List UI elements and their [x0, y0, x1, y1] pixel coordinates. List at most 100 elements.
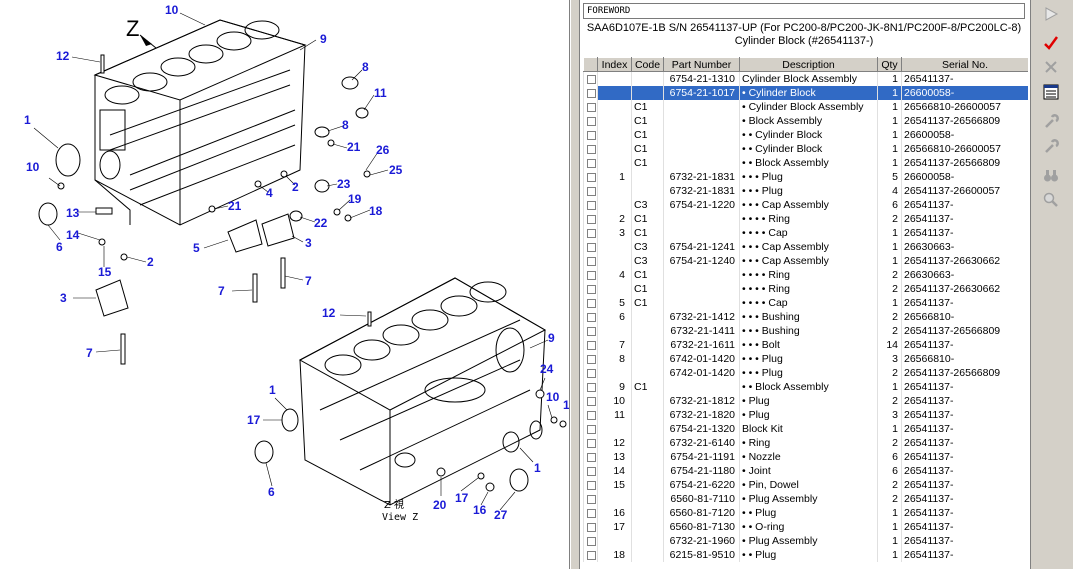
callout-number[interactable]: 12: [322, 306, 336, 320]
callout-number[interactable]: 5: [193, 241, 200, 255]
callout-number[interactable]: 8: [362, 60, 369, 74]
row-checkbox[interactable]: [583, 240, 598, 254]
row-checkbox[interactable]: [583, 128, 598, 142]
callout-number[interactable]: 19: [348, 192, 362, 206]
checkbox[interactable]: [587, 186, 596, 196]
callout-number[interactable]: 1: [269, 383, 276, 397]
checkbox[interactable]: [587, 522, 596, 532]
checkbox[interactable]: [587, 382, 596, 392]
checkbox[interactable]: [587, 102, 596, 112]
column-header-part-number[interactable]: Part Number: [663, 57, 740, 72]
row-checkbox[interactable]: [583, 492, 598, 506]
callout-number[interactable]: 17: [247, 413, 261, 427]
callout-number[interactable]: 6: [56, 240, 63, 254]
column-header-index[interactable]: Index: [597, 57, 632, 72]
checkbox[interactable]: [587, 88, 596, 98]
close-button[interactable]: [1037, 57, 1065, 77]
checkbox[interactable]: [587, 494, 596, 504]
checkbox[interactable]: [587, 438, 596, 448]
callout-number[interactable]: 7: [218, 284, 225, 298]
tool-button-2[interactable]: [1037, 137, 1065, 157]
tool-button-1[interactable]: [1037, 112, 1065, 132]
callout-number[interactable]: 4: [266, 186, 273, 200]
row-checkbox[interactable]: [583, 436, 598, 450]
checkbox[interactable]: [587, 396, 596, 406]
callout-number[interactable]: 15: [98, 265, 112, 279]
row-checkbox[interactable]: [583, 282, 598, 296]
row-checkbox[interactable]: [583, 464, 598, 478]
checkbox-column-header[interactable]: [583, 57, 598, 72]
checkbox[interactable]: [587, 270, 596, 280]
row-checkbox[interactable]: [583, 338, 598, 352]
row-checkbox[interactable]: [583, 226, 598, 240]
callout-number[interactable]: 8: [342, 118, 349, 132]
callout-number[interactable]: 7: [86, 346, 93, 360]
callout-number[interactable]: 18: [369, 204, 383, 218]
callout-number[interactable]: 2: [292, 180, 299, 194]
list-button[interactable]: [1037, 82, 1065, 102]
row-checkbox[interactable]: [583, 352, 598, 366]
callout-number[interactable]: 9: [548, 331, 555, 345]
column-header-code[interactable]: Code: [631, 57, 664, 72]
callout-number[interactable]: 10: [165, 3, 179, 17]
zoom-button[interactable]: [1037, 190, 1065, 210]
checkbox[interactable]: [587, 172, 596, 182]
checkbox[interactable]: [587, 340, 596, 350]
callout-number[interactable]: 21: [228, 199, 242, 213]
row-checkbox[interactable]: [583, 548, 598, 562]
row-checkbox[interactable]: [583, 310, 598, 324]
row-checkbox[interactable]: [583, 324, 598, 338]
row-checkbox[interactable]: [583, 268, 598, 282]
parts-table-container[interactable]: Index Code Part Number Description Qty S…: [583, 57, 1028, 569]
callout-number[interactable]: 2: [147, 255, 154, 269]
checkbox[interactable]: [587, 284, 596, 294]
checkbox[interactable]: [587, 452, 596, 462]
row-checkbox[interactable]: [583, 296, 598, 310]
callout-number[interactable]: 13: [66, 206, 80, 220]
checkbox[interactable]: [587, 508, 596, 518]
callout-number[interactable]: 23: [337, 177, 351, 191]
callout-number[interactable]: 11: [374, 86, 387, 100]
row-checkbox[interactable]: [583, 394, 598, 408]
callout-number[interactable]: 22: [314, 216, 328, 230]
foreword-field[interactable]: FOREWORD: [583, 3, 1025, 19]
row-checkbox[interactable]: [583, 450, 598, 464]
row-checkbox[interactable]: [583, 366, 598, 380]
check-button[interactable]: [1037, 33, 1065, 53]
checkbox[interactable]: [587, 410, 596, 420]
column-header-qty[interactable]: Qty: [877, 57, 902, 72]
row-checkbox[interactable]: [583, 422, 598, 436]
checkbox[interactable]: [587, 158, 596, 168]
column-header-serial[interactable]: Serial No.: [901, 57, 1028, 72]
row-checkbox[interactable]: [583, 170, 598, 184]
row-checkbox[interactable]: [583, 212, 598, 226]
row-checkbox[interactable]: [583, 506, 598, 520]
column-header-description[interactable]: Description: [739, 57, 878, 72]
